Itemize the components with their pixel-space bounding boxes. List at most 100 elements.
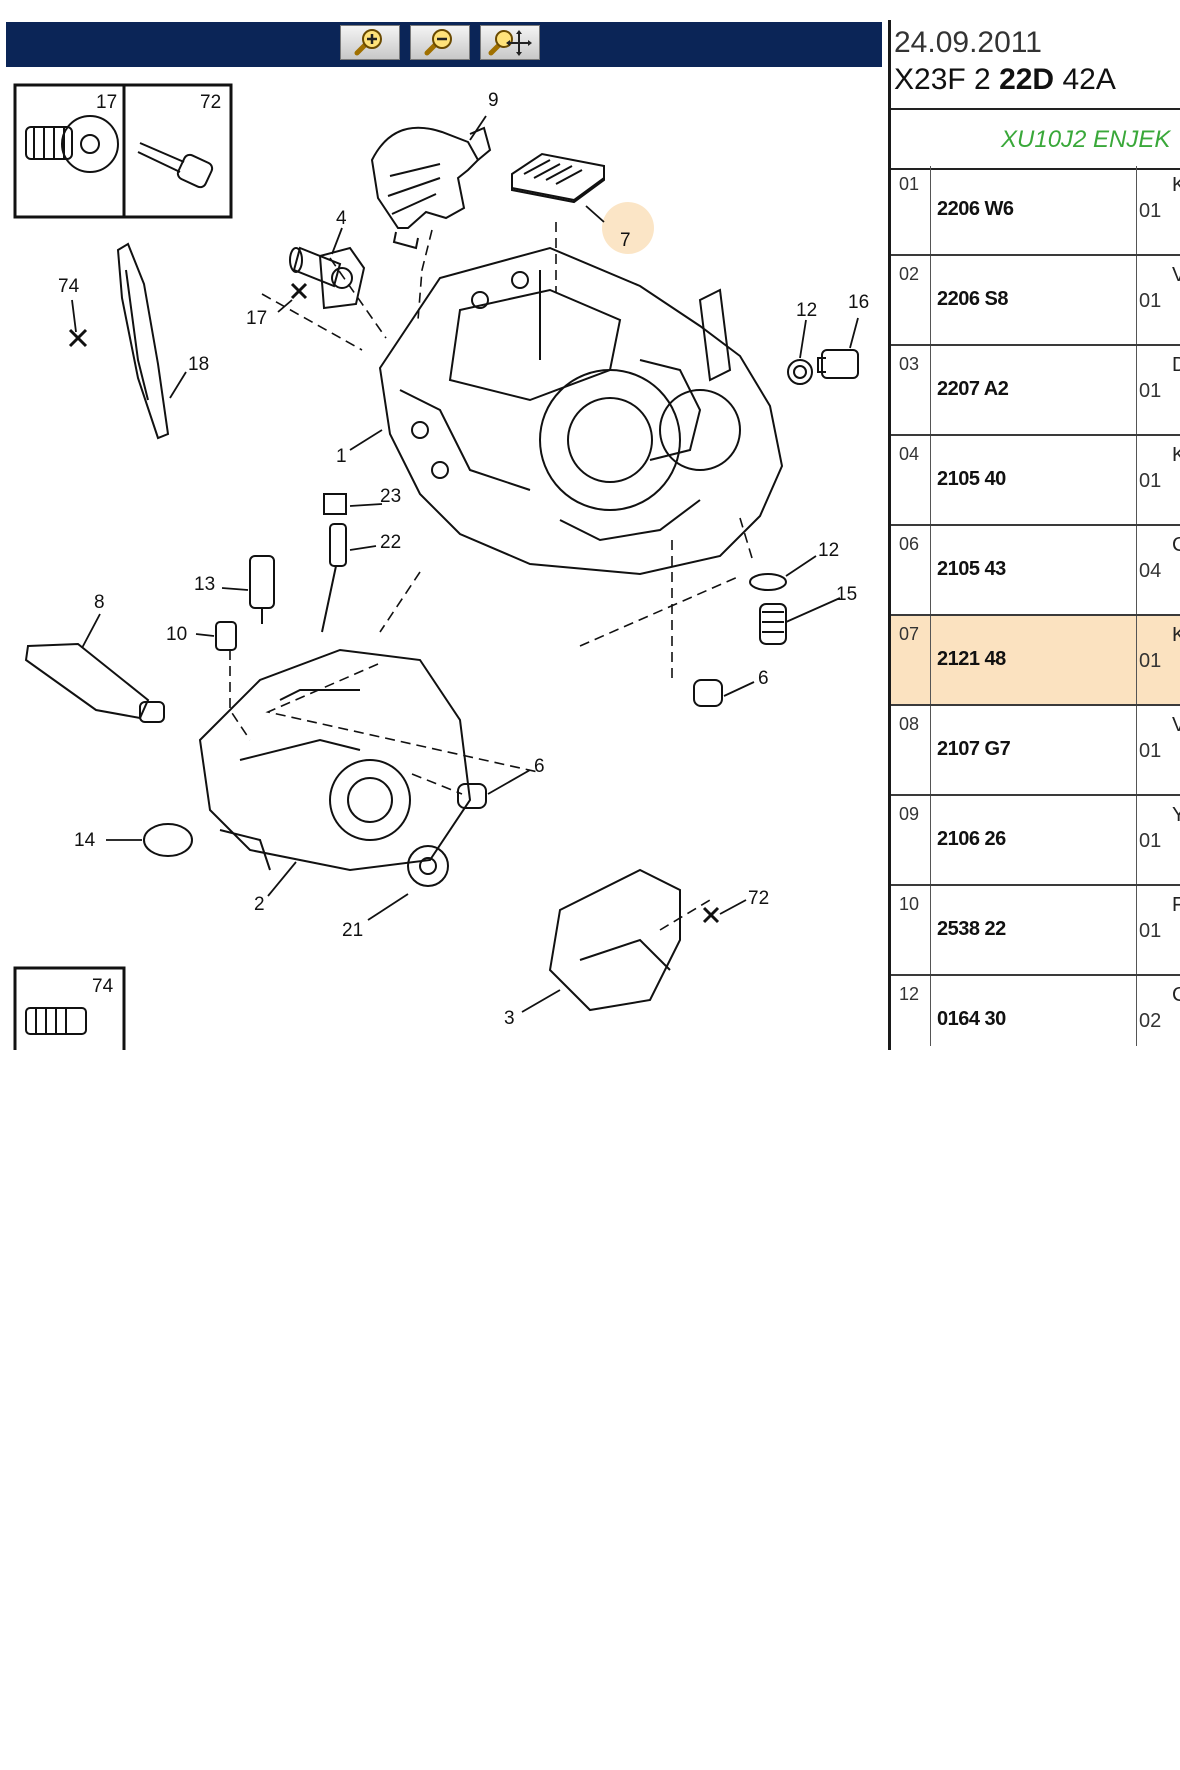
part-row[interactable]: 06 2105 43 04 C <box>891 526 1180 616</box>
part-reference[interactable]: 2206 W6 <box>937 198 1014 220</box>
part-reference[interactable]: 2207 A2 <box>937 378 1009 400</box>
callout-label: 74 <box>58 276 80 297</box>
part-reference-cell: 2207 A2 <box>930 346 1137 434</box>
part-row[interactable]: 07 2121 48 01 K <box>891 616 1180 706</box>
parts-table: 01 2206 W6 01 K 02 2206 S8 01 V 03 2207 … <box>891 166 1180 1050</box>
part-quantity: 01 <box>1139 650 1162 672</box>
part-reference[interactable]: 2105 40 <box>937 468 1006 490</box>
part-reference[interactable]: 2206 S8 <box>937 288 1009 310</box>
plug-10 <box>215 621 237 651</box>
zoom-in-icon <box>354 29 382 56</box>
part-position: 10 <box>899 894 920 914</box>
part-position: 07 <box>899 624 920 644</box>
callout-label: 8 <box>94 592 105 613</box>
part-quantity: 01 <box>1139 830 1162 852</box>
exploded-view-diagram: 17 72 9 7 4 17 74 18 16 12 1 23 22 12 15… <box>13 83 869 1050</box>
breather-tube-8 <box>24 642 165 723</box>
part-reference[interactable]: 0164 30 <box>937 1008 1006 1030</box>
part-quantity: 01 <box>1139 470 1162 492</box>
pane-divider[interactable] <box>888 20 891 1050</box>
part-reference-cell: 2106 26 <box>930 796 1137 884</box>
part-quantity: 01 <box>1139 920 1162 942</box>
part-reference[interactable]: 2121 48 <box>937 648 1006 670</box>
diagram-pane: 17 72 9 7 4 17 74 18 16 12 1 23 22 12 15… <box>0 0 888 1050</box>
part-quantity: 01 <box>1139 290 1162 312</box>
drain-plug-15 <box>749 573 787 645</box>
model-suffix: 42A <box>1054 63 1116 96</box>
bracket-18 <box>116 242 170 440</box>
part-position: 12 <box>899 984 920 1004</box>
part-reference-cell: 2107 G7 <box>930 706 1137 794</box>
part-description: K <box>1172 174 1180 196</box>
callout-label: 13 <box>194 574 215 595</box>
inset-fastener-74 <box>13 966 126 1050</box>
breather-plug-16 <box>787 349 859 385</box>
callout-label: 1 <box>336 446 347 467</box>
part-description: C <box>1172 534 1180 556</box>
reverse-switch-13 <box>249 555 275 624</box>
callout-label: 2 <box>254 894 265 915</box>
pan-button[interactable] <box>480 25 540 60</box>
part-row[interactable]: 01 2206 W6 01 K <box>891 166 1180 256</box>
part-reference[interactable]: 2107 G7 <box>937 738 1011 760</box>
zoom-in-button[interactable] <box>340 25 400 60</box>
part-row[interactable]: 04 2105 40 01 K <box>891 436 1180 526</box>
document-date: 24.09.2011 <box>894 26 1042 59</box>
part-row[interactable]: 10 2538 22 01 F <box>891 886 1180 976</box>
part-reference[interactable]: 2106 26 <box>937 828 1006 850</box>
clutch-housing-1 <box>378 246 784 576</box>
part-row[interactable]: 08 2107 G7 01 V <box>891 706 1180 796</box>
part-position: 03 <box>899 354 920 374</box>
end-cover-3 <box>548 868 681 1012</box>
callout-label: 12 <box>796 300 817 321</box>
callout-label: 17 <box>96 92 117 113</box>
part-position: 06 <box>899 534 920 554</box>
callout-label: 21 <box>342 920 363 941</box>
callout-label: 74 <box>92 976 114 997</box>
callout-label: 72 <box>200 92 221 113</box>
bolt-74-illustration <box>25 1007 87 1035</box>
sensor-23-22 <box>321 493 347 633</box>
part-description: K <box>1172 444 1180 466</box>
part-row[interactable]: 12 0164 30 02 C <box>891 976 1180 1050</box>
callout-label: 14 <box>74 830 96 851</box>
callout-label: 23 <box>380 486 401 507</box>
part-description: V <box>1172 264 1180 286</box>
seal-21 <box>407 845 449 887</box>
zoom-out-button[interactable] <box>410 25 470 60</box>
part-row[interactable]: 03 2207 A2 01 D <box>891 346 1180 436</box>
callout-label: 6 <box>534 756 545 777</box>
part-reference-cell: 2121 48 <box>930 616 1137 704</box>
part-description: V <box>1172 714 1180 736</box>
callout-label: 10 <box>166 624 187 645</box>
part-reference-cell: 2206 W6 <box>930 166 1137 254</box>
part-quantity: 01 <box>1139 380 1162 402</box>
part-description: F <box>1172 894 1180 916</box>
screw-17-illustration <box>25 115 119 173</box>
dowel-6-lower <box>457 783 487 809</box>
diagram-toolbar <box>6 22 882 67</box>
part-reference[interactable]: 2538 22 <box>937 918 1006 940</box>
engine-label: XU10J2 ENJEK <box>1001 126 1171 153</box>
part-position: 01 <box>899 174 920 194</box>
part-quantity: 04 <box>1139 560 1162 582</box>
part-reference-cell: 2538 22 <box>930 886 1137 974</box>
part-reference[interactable]: 2105 43 <box>937 558 1006 580</box>
guide-tube-4 <box>289 246 366 310</box>
part-quantity: 01 <box>1139 200 1162 222</box>
callout-label: 17 <box>246 308 267 329</box>
part-row[interactable]: 09 2106 26 01 Y <box>891 796 1180 886</box>
gearbox-case-2 <box>198 648 472 872</box>
part-reference-cell: 2105 43 <box>930 526 1137 614</box>
release-bearing-guide-9 <box>370 126 492 250</box>
part-position: 08 <box>899 714 920 734</box>
document-info: 24.09.2011 X23F 2 22D 42A <box>894 26 1180 100</box>
part-quantity: 02 <box>1139 1010 1162 1032</box>
gasket-7 <box>511 152 605 204</box>
part-position: 04 <box>899 444 920 464</box>
model-prefix: X23F 2 <box>894 63 1000 96</box>
callout-label: 16 <box>848 292 869 313</box>
bolt-72-illustration <box>137 142 214 189</box>
part-row[interactable]: 02 2206 S8 01 V <box>891 256 1180 346</box>
part-position: 09 <box>899 804 920 824</box>
